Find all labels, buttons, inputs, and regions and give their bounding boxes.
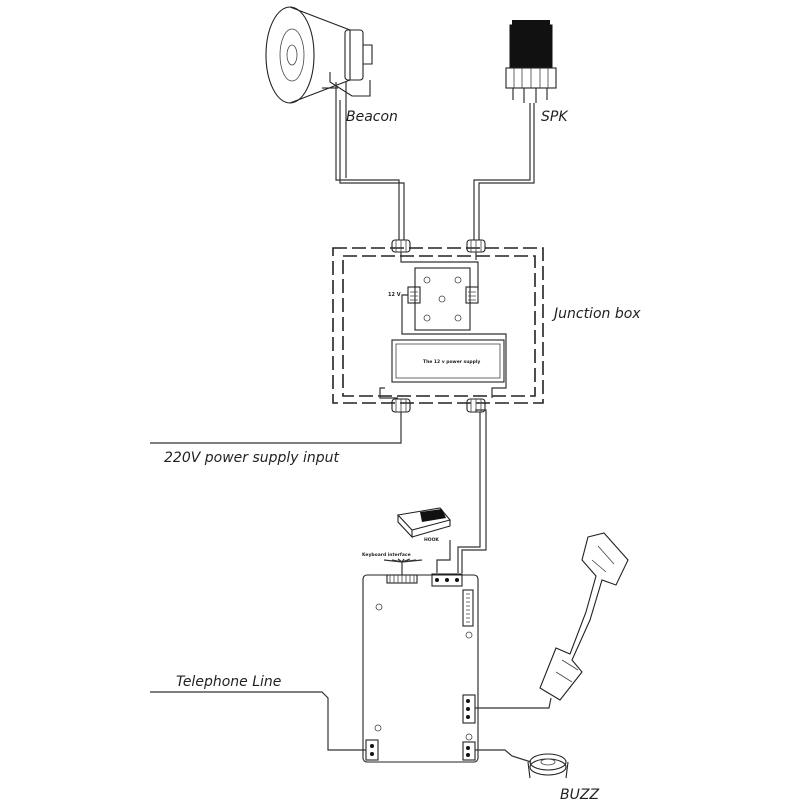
keyboard-interface-label: Keyboard interface xyxy=(362,552,411,558)
junction-to-board-wire xyxy=(457,409,487,573)
buzz-label: BUZZ xyxy=(560,787,599,800)
beacon-wire-2 xyxy=(339,100,405,240)
spk-wire xyxy=(473,103,531,240)
spk-label: SPK xyxy=(541,109,569,125)
telephone-line-wire xyxy=(150,691,366,751)
beacon-horn xyxy=(265,6,373,104)
junction-box xyxy=(332,239,544,413)
beacon-label: Beacon xyxy=(346,109,398,125)
beacon-wire xyxy=(335,82,400,240)
buzzer xyxy=(475,749,569,779)
power-input-wire xyxy=(150,412,402,444)
handset xyxy=(475,532,629,709)
hook-label: HOOK xyxy=(424,537,439,543)
main-board xyxy=(362,558,479,763)
junction-box-label: Junction box xyxy=(551,306,641,322)
telephone-line-label: Telephone Line xyxy=(176,674,281,690)
twelve-v-label: 12 V xyxy=(388,292,401,298)
power-supply-input-label: 220V power supply input xyxy=(164,450,340,466)
power-supply-module-label: The 12 v power supply xyxy=(423,359,480,365)
hook-switch xyxy=(396,507,451,539)
spk-strobe xyxy=(505,20,557,103)
